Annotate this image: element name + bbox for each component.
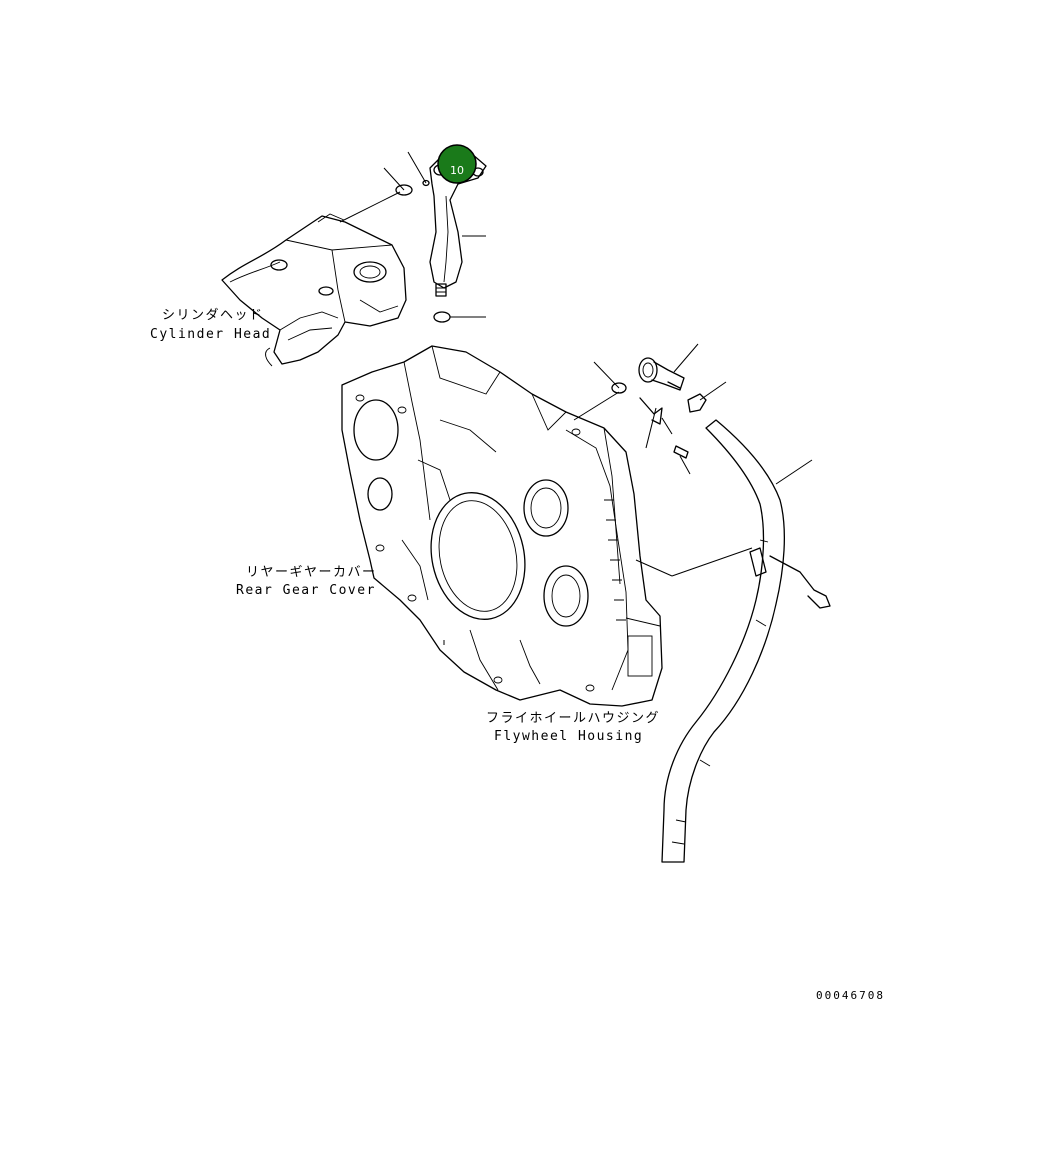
hose-drawing	[661, 419, 831, 863]
breather-tube-drawing	[429, 153, 487, 297]
label-cylinder-head-en: Cylinder Head	[150, 327, 271, 342]
fitting-drawing	[638, 357, 685, 391]
o-ring-lower	[433, 311, 451, 323]
label-flywheel-housing-jp: フライホイールハウジング	[486, 711, 660, 726]
drawing-number: 00046708	[816, 989, 885, 1002]
label-rear-gear-cover-en: Rear Gear Cover	[236, 583, 376, 598]
label-cylinder-head-jp: シリンダヘッド	[162, 308, 264, 323]
clip-drawing	[687, 393, 707, 413]
small-washer	[422, 179, 430, 187]
gasket-upper	[395, 184, 413, 196]
bracket-drawing	[639, 397, 663, 425]
bolt-small-drawing	[673, 445, 689, 459]
rear-gear-cover-drawing	[341, 345, 663, 707]
hose-clamp-drawing	[749, 547, 767, 577]
callout-circle[interactable]	[437, 144, 477, 184]
callout-number: 10	[450, 164, 464, 177]
label-rear-gear-cover-jp: リヤーギヤーカバー	[246, 565, 377, 580]
callout-balloon[interactable]: 10	[437, 144, 477, 184]
label-flywheel-housing-en: Flywheel Housing	[494, 729, 643, 744]
cylinder-head-drawing	[221, 213, 407, 367]
leader-lines	[339, 151, 813, 645]
o-ring-right	[611, 382, 627, 394]
